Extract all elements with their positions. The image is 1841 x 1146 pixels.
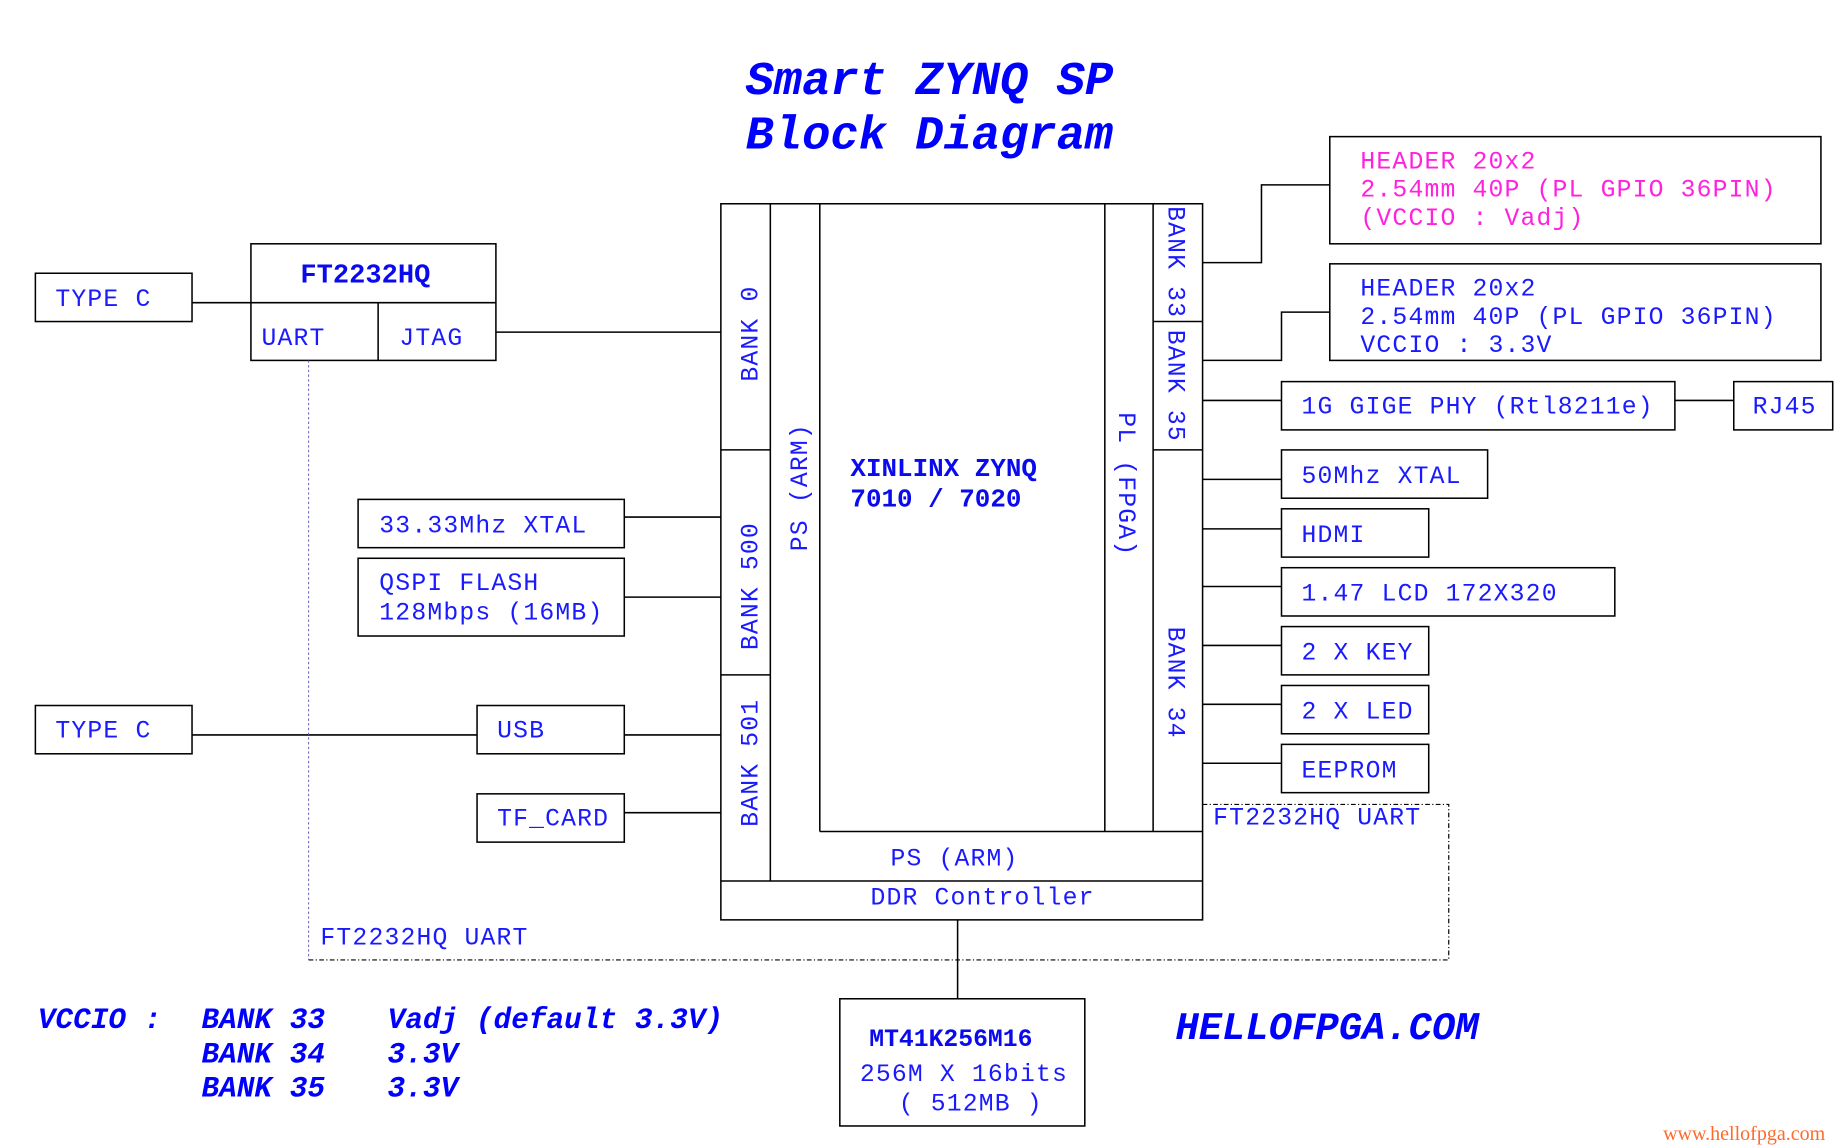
bank-501-label: BANK 501 xyxy=(737,699,765,827)
hdmi-label: HDMI xyxy=(1302,522,1366,550)
tf-card-block: TF_CARD xyxy=(476,793,626,843)
header-vadj-line-1: HEADER 20x2 xyxy=(1360,148,1536,176)
usb-label: USB xyxy=(497,717,545,745)
uart-loop-label-right: FT2232HQ UART xyxy=(1213,804,1421,832)
usb-block: USB xyxy=(476,704,626,755)
bank-500-label: BANK 500 xyxy=(737,522,765,650)
type-c-top: TYPE C xyxy=(34,272,193,323)
ps-vertical-label: PS (ARM) xyxy=(787,423,815,551)
vccio-bank-33-value: Vadj (default 3.3V) xyxy=(388,1003,724,1037)
vccio-note: VCCIO : BANK 33 Vadj (default 3.3V) BANK… xyxy=(38,1003,723,1105)
eeprom-block: EEPROM xyxy=(1280,743,1430,794)
type-c-top-label: TYPE C xyxy=(55,286,151,314)
header-3v3: HEADER 20x2 2.54mm 40P (PL GPIO 36PIN) V… xyxy=(1329,263,1822,362)
vccio-bank-35-value: 3.3V xyxy=(388,1072,461,1106)
bank-34-label: BANK 34 xyxy=(1160,627,1188,739)
ft2232hq-name: FT2232HQ xyxy=(300,261,430,292)
title-line-2: Block Diagram xyxy=(746,110,1114,163)
ddr-part-number: MT41K256M16 xyxy=(869,1026,1032,1054)
header-3v3-line-2: 2.54mm 40P (PL GPIO 36PIN) xyxy=(1360,304,1776,332)
vccio-bank-34-value: 3.3V xyxy=(388,1037,461,1071)
lcd-block: 1.47 LCD 172X320 xyxy=(1280,566,1616,617)
soc-name: XINLINX ZYNQ xyxy=(850,454,1037,484)
gige-phy-label: 1G GIGE PHY (Rtl8211e) xyxy=(1302,393,1654,421)
header-vadj-line-3: (VCCIO : Vadj) xyxy=(1360,205,1584,233)
uart-loop: FT2232HQ UART FT2232HQ UART xyxy=(308,360,1450,961)
ft2232hq-jtag-port: JTAG xyxy=(399,325,463,353)
ft2232hq-uart-port: UART xyxy=(262,325,326,353)
tf-card-label: TF_CARD xyxy=(497,806,609,834)
vccio-bank-35: BANK 35 xyxy=(201,1072,325,1106)
ddr-organization: 256M X 16bits xyxy=(860,1061,1068,1089)
qspi-flash-line-2: 128Mbps (16MB) xyxy=(379,600,603,628)
uart-loop-label-left: FT2232HQ UART xyxy=(320,925,528,953)
header-3v3-line-3: VCCIO : 3.3V xyxy=(1360,332,1552,360)
xtal-33mhz-label: 33.33Mhz XTAL xyxy=(379,512,587,540)
brand-name: HELLOFPGA.COM xyxy=(1175,1007,1480,1051)
watermark-url[interactable]: www.hellofpga.com xyxy=(1663,1123,1826,1145)
vccio-prefix: VCCIO : xyxy=(38,1003,162,1037)
header-vadj: HEADER 20x2 2.54mm 40P (PL GPIO 36PIN) (… xyxy=(1329,135,1822,245)
title-line-1: Smart ZYNQ SP xyxy=(746,56,1114,109)
bank-35-label: BANK 35 xyxy=(1160,330,1188,442)
type-c-bottom: TYPE C xyxy=(34,704,193,755)
soc-models: 7010 / 7020 xyxy=(850,484,1021,514)
eeprom-label: EEPROM xyxy=(1302,757,1398,785)
led-label: 2 X LED xyxy=(1302,698,1414,726)
gige-phy: 1G GIGE PHY (Rtl8211e) xyxy=(1280,380,1676,431)
ddr-memory: MT41K256M16 256M X 16bits ( 512MB ) xyxy=(839,998,1086,1127)
zynq-soc: BANK 0 BANK 500 BANK 501 PS (ARM) PL (FP… xyxy=(720,202,1204,921)
ddr-size: ( 512MB ) xyxy=(899,1091,1043,1119)
key-label: 2 X KEY xyxy=(1302,640,1414,668)
vccio-bank-33: BANK 33 xyxy=(201,1003,325,1037)
hdmi-block: HDMI xyxy=(1280,508,1430,558)
rj45-jack: RJ45 xyxy=(1733,380,1834,431)
soc-outline xyxy=(720,202,1204,921)
pl-vertical-label: PL (FPGA) xyxy=(1111,412,1139,556)
ddr-controller-label: DDR Controller xyxy=(870,885,1094,913)
xtal-50mhz-label: 50Mhz XTAL xyxy=(1302,463,1462,491)
rj45-label: RJ45 xyxy=(1753,393,1817,421)
ft2232hq-chip: FT2232HQ UART JTAG xyxy=(250,243,497,362)
led-block: 2 X LED xyxy=(1280,684,1430,735)
header-vadj-line-2: 2.54mm 40P (PL GPIO 36PIN) xyxy=(1360,177,1776,205)
bank-0-label: BANK 0 xyxy=(737,286,765,382)
vccio-bank-34: BANK 34 xyxy=(201,1037,325,1071)
ps-bottom-label: PS (ARM) xyxy=(890,846,1018,874)
qspi-flash: QSPI FLASH 128Mbps (16MB) xyxy=(357,557,626,637)
xtal-50mhz: 50Mhz XTAL xyxy=(1280,449,1489,499)
header-3v3-line-1: HEADER 20x2 xyxy=(1360,276,1536,304)
qspi-flash-line-1: QSPI FLASH xyxy=(379,570,539,598)
xtal-33mhz: 33.33Mhz XTAL xyxy=(357,498,626,549)
lcd-label: 1.47 LCD 172X320 xyxy=(1302,581,1558,609)
key-block: 2 X KEY xyxy=(1280,625,1430,676)
bank-33-label: BANK 33 xyxy=(1160,206,1188,318)
type-c-bottom-label: TYPE C xyxy=(55,717,151,745)
